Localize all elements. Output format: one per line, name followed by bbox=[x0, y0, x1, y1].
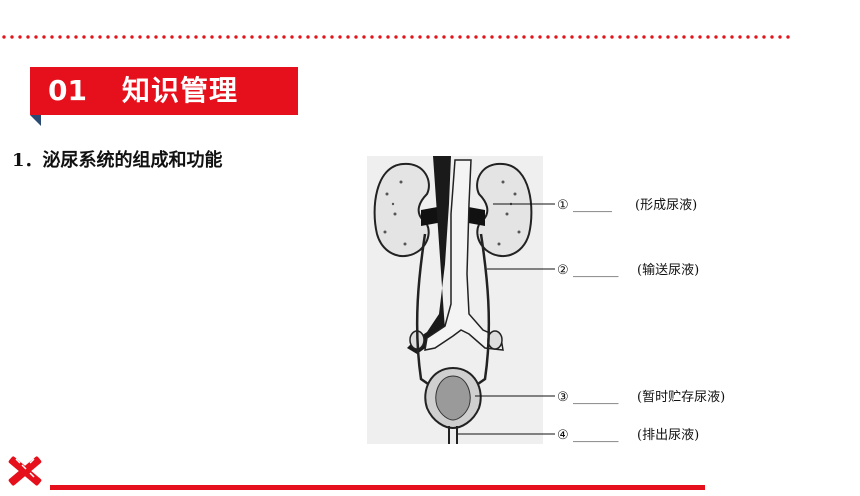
pencil-cross-icon bbox=[8, 456, 42, 486]
left-kidney bbox=[373, 162, 430, 258]
label-ureter-marker: ② bbox=[557, 263, 569, 278]
label-urethra-function: (排出尿液) bbox=[637, 428, 699, 443]
label-bladder-marker: ③ bbox=[557, 390, 569, 405]
label-kidney-blank: ______ bbox=[573, 198, 613, 213]
urethra bbox=[448, 426, 458, 444]
label-urethra-blank: _______ bbox=[573, 428, 619, 443]
urinary-system-diagram: ① ______ (形成尿液) ② _______ (输送尿液) ③ _____… bbox=[365, 154, 765, 446]
section-title: 知识管理 bbox=[122, 74, 239, 107]
section-number: 01 bbox=[48, 74, 87, 107]
label-bladder-function: (暂时贮存尿液) bbox=[637, 390, 725, 405]
section-banner: 01 知识管理 bbox=[30, 67, 298, 115]
label-kidney-marker: ① bbox=[557, 198, 569, 213]
label-ureter-function: (输送尿液) bbox=[637, 262, 699, 278]
right-ureter bbox=[474, 233, 491, 388]
label-kidney-function: (形成尿液) bbox=[635, 198, 697, 213]
dotted-divider bbox=[0, 34, 790, 40]
aorta bbox=[424, 159, 504, 351]
left-ureter bbox=[415, 233, 432, 388]
topic-heading: 1．泌尿系统的组成和功能 bbox=[12, 150, 223, 171]
banner-fold bbox=[30, 115, 41, 126]
label-ureter-blank: _______ bbox=[573, 263, 619, 278]
label-urethra-marker: ④ bbox=[557, 428, 569, 443]
label-bladder-blank: _______ bbox=[573, 390, 619, 405]
vena-cava bbox=[407, 156, 451, 354]
right-kidney bbox=[476, 162, 533, 258]
bottom-red-rule bbox=[50, 485, 705, 490]
